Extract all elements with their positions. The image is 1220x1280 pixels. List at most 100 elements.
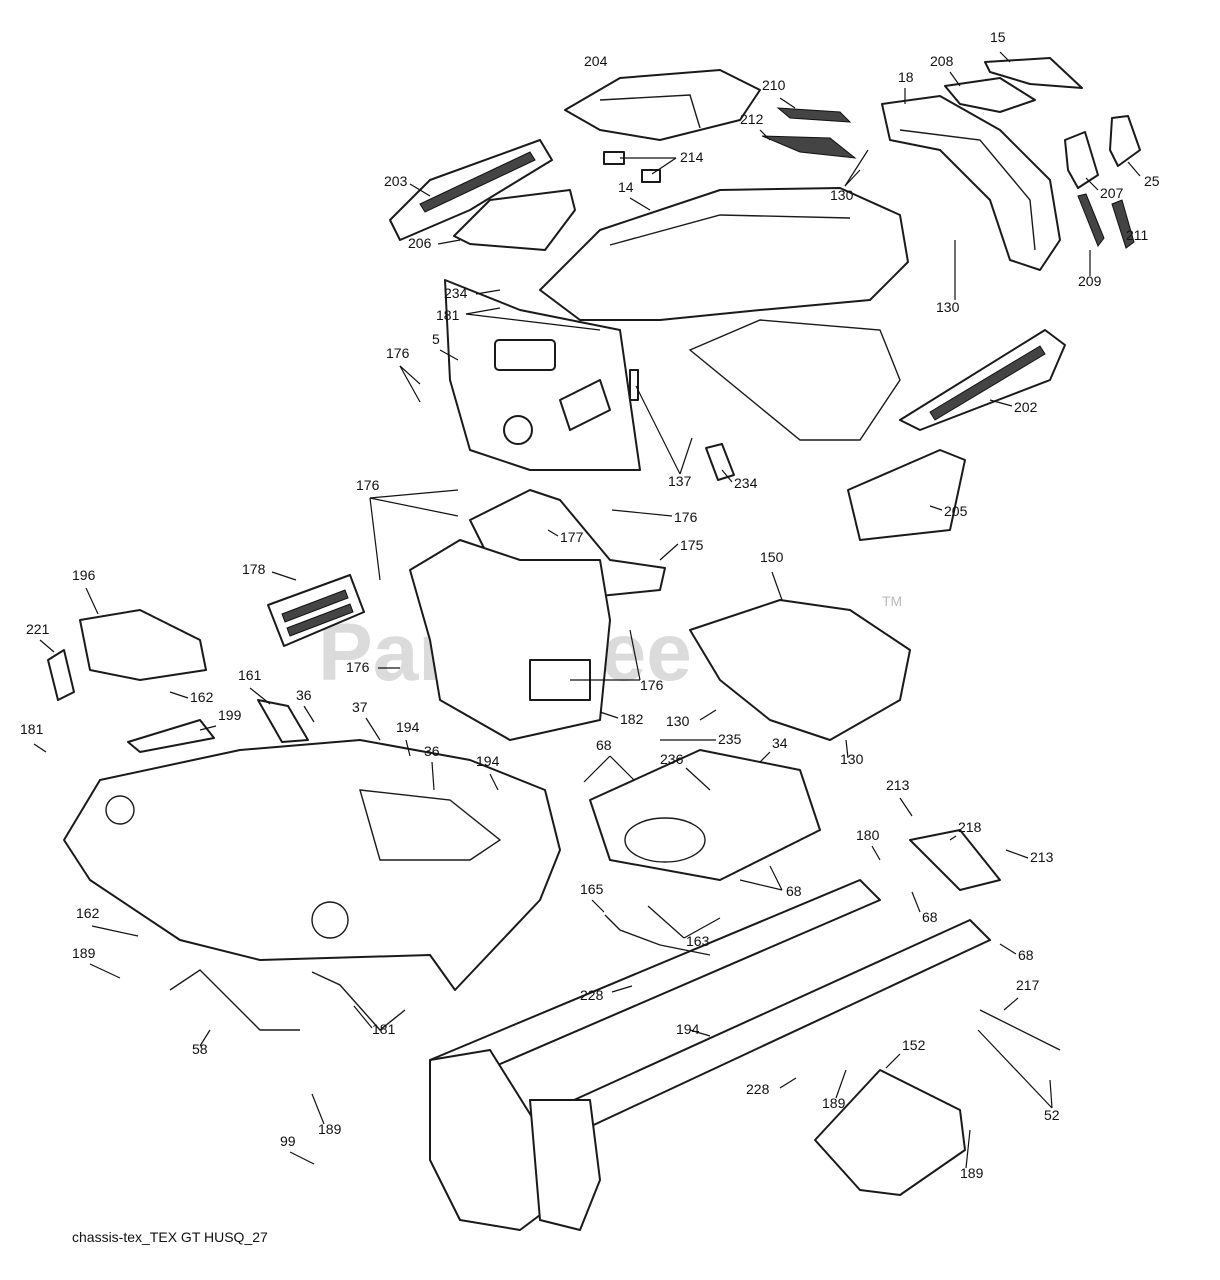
callout-180: 180 bbox=[856, 827, 880, 843]
leader-36a-0 bbox=[303, 705, 315, 723]
callout-208: 208 bbox=[930, 53, 954, 69]
callout-176d: 176 bbox=[346, 659, 370, 675]
part-207-lamp bbox=[1064, 131, 1099, 189]
callout-52: 52 bbox=[1044, 1107, 1060, 1123]
part-161-bracket bbox=[257, 699, 309, 743]
callout-15: 15 bbox=[990, 29, 1006, 45]
part-14-hood bbox=[539, 187, 909, 321]
part-182-cowl bbox=[409, 539, 611, 741]
callout-68b: 68 bbox=[786, 883, 802, 899]
part-196-seat-pan bbox=[79, 609, 207, 681]
callout-163: 163 bbox=[686, 933, 710, 949]
leader-181a-1 bbox=[465, 313, 601, 331]
callout-99: 99 bbox=[280, 1133, 296, 1149]
callout-130b: 130 bbox=[936, 299, 960, 315]
part-37-fender-deck bbox=[63, 739, 561, 991]
callout-234a: 234 bbox=[444, 285, 468, 301]
part-5-dash-panel bbox=[444, 279, 641, 471]
leader-205-0 bbox=[929, 505, 943, 511]
part-206-bracket bbox=[453, 189, 576, 251]
callout-152: 152 bbox=[902, 1037, 926, 1053]
callout-25: 25 bbox=[1144, 173, 1160, 189]
callout-130d: 130 bbox=[840, 751, 864, 767]
leader-189a-0 bbox=[89, 963, 121, 979]
callout-68a: 68 bbox=[596, 737, 612, 753]
callout-176e: 176 bbox=[640, 677, 664, 693]
leader-181c-0 bbox=[353, 1005, 373, 1029]
callout-194c: 194 bbox=[676, 1021, 700, 1037]
callout-199: 199 bbox=[218, 707, 242, 723]
leader-130a-0 bbox=[844, 169, 861, 187]
callout-204: 204 bbox=[584, 53, 608, 69]
callout-211: 211 bbox=[1126, 227, 1149, 243]
part-152-lower-shield bbox=[814, 1069, 966, 1196]
leader-52-0 bbox=[1049, 1079, 1053, 1109]
leader-176a-1 bbox=[399, 365, 421, 403]
callout-68c: 68 bbox=[922, 909, 938, 925]
part-210-grille-strip bbox=[776, 107, 852, 123]
leader-lines bbox=[33, 51, 1141, 1169]
leader-150-0 bbox=[771, 571, 783, 601]
part-drawings bbox=[47, 57, 1141, 1231]
callout-36b: 36 bbox=[424, 743, 440, 759]
leader-99-0 bbox=[289, 1151, 315, 1165]
leader-162a-0 bbox=[169, 691, 189, 699]
callout-212: 212 bbox=[740, 111, 764, 127]
part-234-label bbox=[705, 443, 735, 481]
leader-217-0 bbox=[1003, 997, 1019, 1011]
callout-217: 217 bbox=[1016, 977, 1040, 993]
leader-52-1 bbox=[977, 1029, 1053, 1109]
callout-203: 203 bbox=[384, 173, 408, 189]
callout-58: 58 bbox=[192, 1041, 208, 1057]
leader-68c-0 bbox=[911, 891, 921, 913]
callout-196: 196 bbox=[72, 567, 96, 583]
part-214-clip-2 bbox=[641, 169, 661, 183]
leader-210-0 bbox=[779, 97, 796, 109]
leader-58-0 bbox=[199, 1029, 211, 1047]
part-150-shield bbox=[689, 599, 911, 741]
leader-15-0 bbox=[999, 51, 1011, 63]
leader-221-0 bbox=[39, 639, 55, 653]
callout-206: 206 bbox=[408, 235, 432, 251]
leader-189c-0 bbox=[311, 1093, 325, 1125]
callout-68d: 68 bbox=[1018, 947, 1034, 963]
callout-205: 205 bbox=[944, 503, 968, 519]
callout-189c: 189 bbox=[318, 1121, 342, 1137]
leader-68b-1 bbox=[769, 865, 783, 891]
leader-162b-0 bbox=[91, 925, 139, 937]
leader-163-0 bbox=[647, 905, 685, 939]
callout-130a: 130 bbox=[830, 187, 854, 203]
part-209-side-grille bbox=[1077, 193, 1105, 248]
callout-213a: 213 bbox=[886, 777, 910, 793]
leader-234b-0 bbox=[721, 469, 733, 483]
part-34-seat-plate bbox=[589, 749, 821, 881]
leader-208-0 bbox=[949, 71, 961, 87]
leader-130d-0 bbox=[845, 739, 849, 759]
callout-161: 161 bbox=[238, 667, 262, 683]
callout-137: 137 bbox=[668, 473, 692, 489]
leader-212-0 bbox=[759, 129, 771, 141]
leader-68a-0 bbox=[583, 755, 611, 783]
leader-68d-0 bbox=[999, 943, 1017, 955]
part-212-grille-strip bbox=[761, 135, 857, 159]
leader-182-0 bbox=[599, 711, 619, 719]
leader-213a-0 bbox=[899, 797, 913, 817]
part-99-rod bbox=[311, 971, 406, 1031]
callout-189d: 189 bbox=[960, 1165, 984, 1181]
part-199-plate bbox=[127, 719, 215, 753]
callout-234b: 234 bbox=[734, 475, 758, 491]
callout-210: 210 bbox=[762, 77, 786, 93]
part-211-side-grille bbox=[1111, 199, 1135, 249]
leader-236-0 bbox=[685, 767, 711, 791]
callout-221: 221 bbox=[26, 621, 50, 637]
part-205-skirt bbox=[847, 449, 966, 541]
callout-162b: 162 bbox=[76, 905, 100, 921]
leader-177-0 bbox=[547, 529, 559, 537]
leader-228b-0 bbox=[779, 1077, 797, 1089]
leader-213b-0 bbox=[1005, 849, 1029, 859]
leader-176e-0 bbox=[629, 629, 641, 681]
callout-181c: 181 bbox=[372, 1021, 396, 1037]
leader-36b-0 bbox=[431, 761, 435, 791]
